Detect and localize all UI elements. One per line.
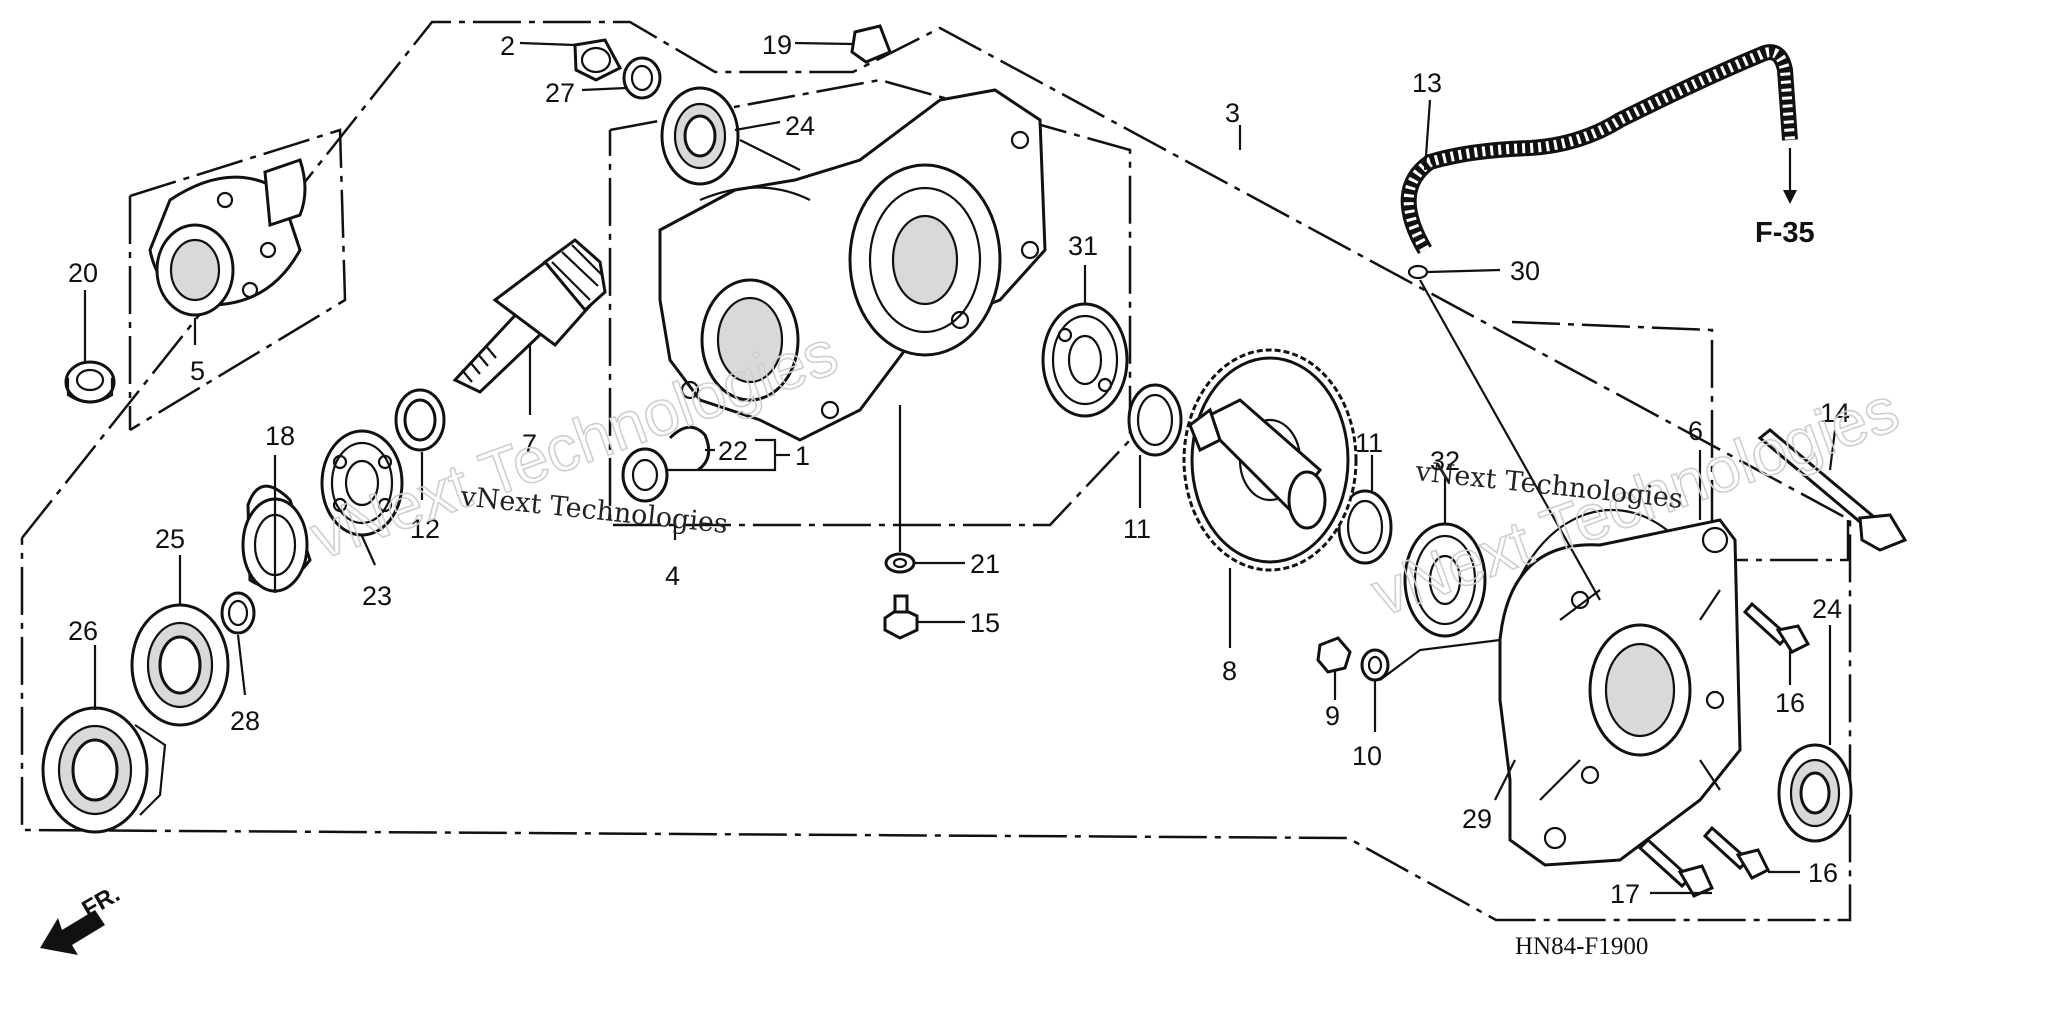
part-12-ring (394, 388, 446, 452)
callout-21: 21 (970, 549, 1000, 579)
callout-32: 32 (1430, 446, 1460, 476)
callout-10: 10 (1352, 741, 1382, 771)
part-9-nut (1316, 636, 1352, 674)
callout-30: 30 (1510, 256, 1540, 286)
callout-24-upper: 24 (785, 111, 815, 141)
callout-28: 28 (230, 706, 260, 736)
part-28-o-ring (220, 591, 256, 635)
callout-16-lower: 16 (1808, 858, 1838, 888)
part-20-flange-nut (64, 360, 116, 404)
callout-16-upper: 16 (1775, 688, 1805, 718)
callout-29: 29 (1462, 804, 1492, 834)
front-direction-arrow: FR. (40, 880, 124, 955)
watermark-small-left: vNext Technologies (458, 481, 729, 540)
part-26-dust-seal (41, 706, 167, 834)
assembly-frames (20, 20, 1852, 922)
callout-8: 8 (1222, 656, 1237, 686)
callout-7: 7 (522, 429, 537, 459)
part-1-dowel (621, 447, 669, 503)
part-23-bearing (320, 429, 404, 537)
callout-6: 6 (1688, 416, 1703, 446)
part-5-output-flange (148, 158, 307, 317)
part-16-bolt-upper (1742, 601, 1811, 654)
callout-25: 25 (155, 524, 185, 554)
callout-2: 2 (500, 31, 515, 61)
part-27-washer (622, 56, 662, 100)
callout-labels: 2 27 19 24 20 5 7 12 18 23 25 28 26 22 1… (68, 30, 1850, 909)
part-7-pinion-shaft (452, 238, 607, 394)
part-24-upper-seal (660, 86, 740, 186)
leader-lines (83, 41, 1837, 895)
part-11-shim-left (1127, 383, 1183, 457)
part-11-shim-right (1337, 489, 1393, 565)
callout-13: 13 (1412, 68, 1442, 98)
callout-27: 27 (545, 78, 575, 108)
part-13-breather-tube (1400, 44, 1798, 255)
callout-26: 26 (68, 616, 98, 646)
part-22-snap-ring (668, 425, 711, 472)
callout-23: 23 (362, 581, 392, 611)
part-30-clip (1407, 264, 1429, 280)
reference-label: F-35 (1755, 217, 1815, 249)
callout-20: 20 (68, 258, 98, 288)
callout-3: 3 (1225, 98, 1240, 128)
callout-4: 4 (665, 561, 680, 591)
callout-18: 18 (265, 421, 295, 451)
figure-code: HN84-F1900 (1515, 933, 1648, 960)
callout-31: 31 (1068, 231, 1098, 261)
part-18-lock-nut (241, 484, 312, 593)
callout-17: 17 (1610, 879, 1640, 909)
part-2-plug (573, 38, 623, 82)
part-31-bearing (1041, 302, 1129, 418)
part-15-drain-bolt (883, 594, 919, 640)
callout-11-right: 11 (1355, 428, 1383, 458)
callout-9: 9 (1325, 701, 1340, 731)
part-21-washer (884, 552, 916, 574)
callout-5: 5 (190, 356, 205, 386)
part-32-bearing (1403, 522, 1487, 638)
part-17-bolt (1637, 837, 1714, 898)
callout-1: 1 (795, 441, 810, 471)
callout-15: 15 (970, 608, 1000, 638)
part-8-ring-gear (1182, 348, 1358, 572)
part-10-washer (1360, 648, 1390, 682)
callout-24-lower: 24 (1812, 594, 1842, 624)
callout-19: 19 (762, 30, 792, 60)
part-24-lower-seal (1777, 743, 1853, 843)
part-19-bolt (850, 24, 892, 64)
part-16-bolt-lower (1702, 825, 1771, 880)
part-4-gear-case (658, 88, 1047, 442)
callout-22: 22 (718, 436, 748, 466)
callout-12: 12 (410, 514, 440, 544)
part-25-oil-seal (130, 603, 230, 727)
callout-14: 14 (1820, 398, 1850, 428)
callout-11-left: 11 (1123, 514, 1151, 544)
part-6-side-cover (1498, 518, 1742, 867)
part-14-long-bolt (1757, 428, 1908, 552)
